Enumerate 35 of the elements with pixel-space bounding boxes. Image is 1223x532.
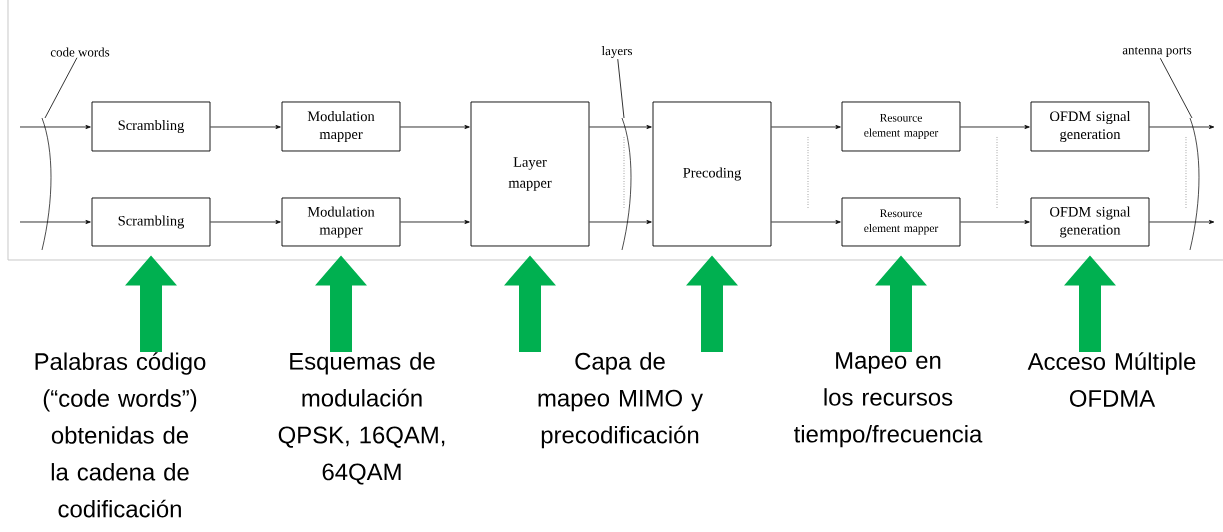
arrow	[19, 220, 91, 224]
leader-line	[1159, 57, 1193, 119]
process-box: Precoding	[652, 101, 772, 247]
arrow	[210, 220, 281, 224]
process-box: Scrambling	[91, 101, 211, 152]
leader-line	[44, 57, 78, 119]
annotation-text: Acceso Múltiple OFDMA	[1027, 352, 1196, 407]
process-box: OFDM signal generation	[1030, 101, 1150, 152]
arrow	[210, 124, 281, 129]
process-box: Resource element mapper	[841, 101, 961, 152]
arrow	[1149, 220, 1215, 224]
arrow	[1149, 124, 1215, 129]
process-box: Scrambling	[91, 197, 211, 247]
arrow	[771, 124, 841, 129]
annotation-text: Esquemas de modulación QPSK, 16QAM, 64QAM	[278, 352, 445, 485]
arrow	[19, 124, 91, 129]
arrow	[400, 220, 470, 224]
leader-label: antenna ports	[1122, 46, 1192, 57]
arrow	[589, 124, 652, 129]
process-box: Layer mapper	[470, 101, 590, 247]
process-box: Modulation mapper	[281, 197, 401, 247]
annotation-text: Mapeo en los recursos tiempo/frecuencia	[794, 352, 983, 448]
arrow	[589, 220, 652, 224]
process-box: Resource element mapper	[841, 197, 961, 247]
leader-label: layers	[601, 46, 632, 58]
process-box: OFDM signal generation	[1030, 197, 1150, 247]
leader-label: code words	[50, 47, 110, 57]
process-box: Modulation mapper	[281, 101, 401, 152]
annotation-text: Palabras código (“code words”) obtenidas de la cadena de codificación	[35, 352, 206, 518]
arrow	[960, 220, 1030, 224]
arrow	[400, 124, 470, 129]
arrow	[771, 220, 841, 224]
annotation-text: Capa de mapeo MIMO y precodificación	[538, 352, 703, 449]
leader-line	[617, 58, 625, 119]
arrow	[960, 124, 1030, 129]
